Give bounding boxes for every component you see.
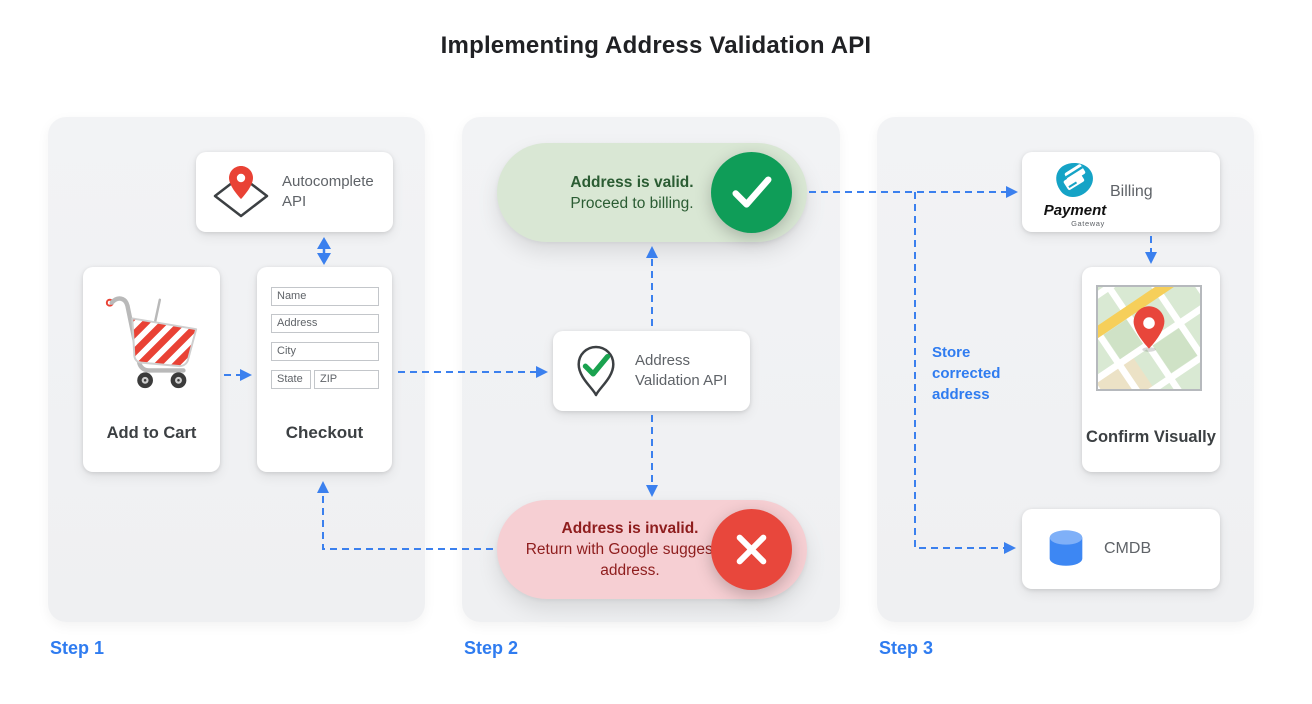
name-field: Name — [271, 287, 379, 306]
state-field: State — [271, 370, 311, 389]
payment-gateway-logo: Payment Gateway — [1036, 158, 1114, 228]
add-to-cart-card: Add to Cart — [83, 267, 220, 472]
address-field: Address — [271, 314, 379, 333]
cart-wheel — [170, 372, 187, 389]
payment-logo-title: Payment — [1043, 202, 1107, 219]
billing-label: Billing — [1110, 183, 1153, 200]
shopping-cart-icon — [105, 296, 198, 389]
database-icon — [1049, 530, 1083, 566]
payment-logo-subtitle: Gateway — [1071, 219, 1105, 228]
invalid-banner-subtitle: Return with Google suggested address. — [525, 541, 735, 579]
store-corrected-address-note: Store corrected address — [932, 344, 1001, 403]
step3-label: Step 3 — [879, 638, 934, 658]
page-title: Implementing Address Validation API — [440, 32, 872, 59]
cmdb-label: CMDB — [1104, 540, 1152, 557]
map-pin-check-icon — [571, 343, 621, 399]
city-field: City — [271, 342, 379, 361]
autocomplete-api-card: Autocomplete API — [196, 152, 393, 232]
invalid-banner-title: Address is invalid. — [561, 520, 699, 537]
checkout-label: Checkout — [285, 423, 364, 442]
checkout-card: Name Address City State ZIP Checkout — [257, 267, 392, 472]
step1-label: Step 1 — [50, 638, 105, 658]
map-pin-diamond-icon — [212, 164, 270, 220]
confirm-visually-label: Confirm Visually — [1086, 428, 1216, 446]
address-invalid-banner: Address is invalid. Return with Google s… — [497, 500, 807, 599]
autocomplete-api-label: Autocomplete API — [282, 173, 374, 210]
valid-banner-subtitle: Proceed to billing. — [570, 194, 694, 212]
map-thumbnail — [1018, 204, 1286, 473]
cart-wheel — [137, 372, 153, 389]
add-to-cart-label: Add to Cart — [106, 424, 197, 442]
address-validation-api-label: Address Validation API — [635, 352, 728, 389]
address-validation-api-card: Address Validation API — [553, 331, 750, 411]
check-circle-icon — [711, 152, 792, 233]
billing-card: Payment Gateway Billing — [1022, 152, 1220, 232]
cmdb-card: CMDB — [1022, 509, 1220, 589]
step2-label: Step 2 — [464, 638, 519, 658]
zip-field: ZIP — [314, 370, 379, 389]
address-valid-banner: Address is valid. Proceed to billing. — [497, 143, 807, 242]
x-circle-icon — [711, 509, 792, 590]
confirm-visually-card: Confirm Visually — [1018, 204, 1286, 473]
valid-banner-title: Address is valid. — [570, 173, 694, 191]
